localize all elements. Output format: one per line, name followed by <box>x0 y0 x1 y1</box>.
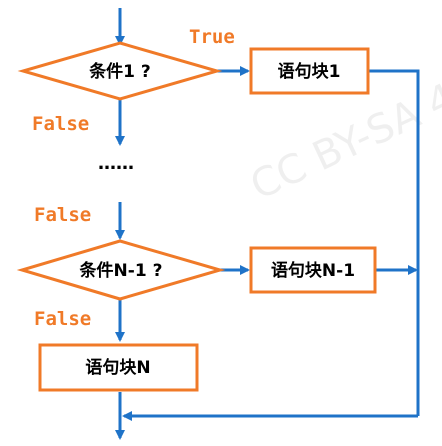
decision-cond1: 条件1 ? <box>17 41 223 101</box>
flow-lines <box>115 8 420 440</box>
statement-blockN1: 语句块N-1 <box>249 246 377 294</box>
decision-condN1-label: 条件N-1 ? <box>79 260 163 281</box>
false-label-2: False <box>34 204 91 226</box>
statement-blockN-label: 语句块N <box>85 357 150 378</box>
ellipsis-text: …… <box>98 153 134 174</box>
statement-blockN-box <box>38 343 199 392</box>
statement-block1: 语句块1 <box>249 47 370 95</box>
statement-blockN1-label: 语句块N-1 <box>271 260 355 281</box>
decision-condN1-shape <box>16 239 226 301</box>
decision-condN1: 条件N-1 ? <box>16 239 226 301</box>
false-label-3: False <box>34 308 91 330</box>
true-label: True <box>189 26 235 48</box>
block1-return-line <box>368 69 420 416</box>
statement-blockN1-box <box>249 246 377 294</box>
false-label-1: False <box>32 113 89 135</box>
statement-block1-box <box>249 47 370 95</box>
decision-cond1-shape <box>17 41 223 101</box>
statement-blockN: 语句块N <box>38 343 199 392</box>
decision-cond1-label: 条件1 ? <box>88 61 151 82</box>
statement-block1-label: 语句块1 <box>278 61 341 82</box>
